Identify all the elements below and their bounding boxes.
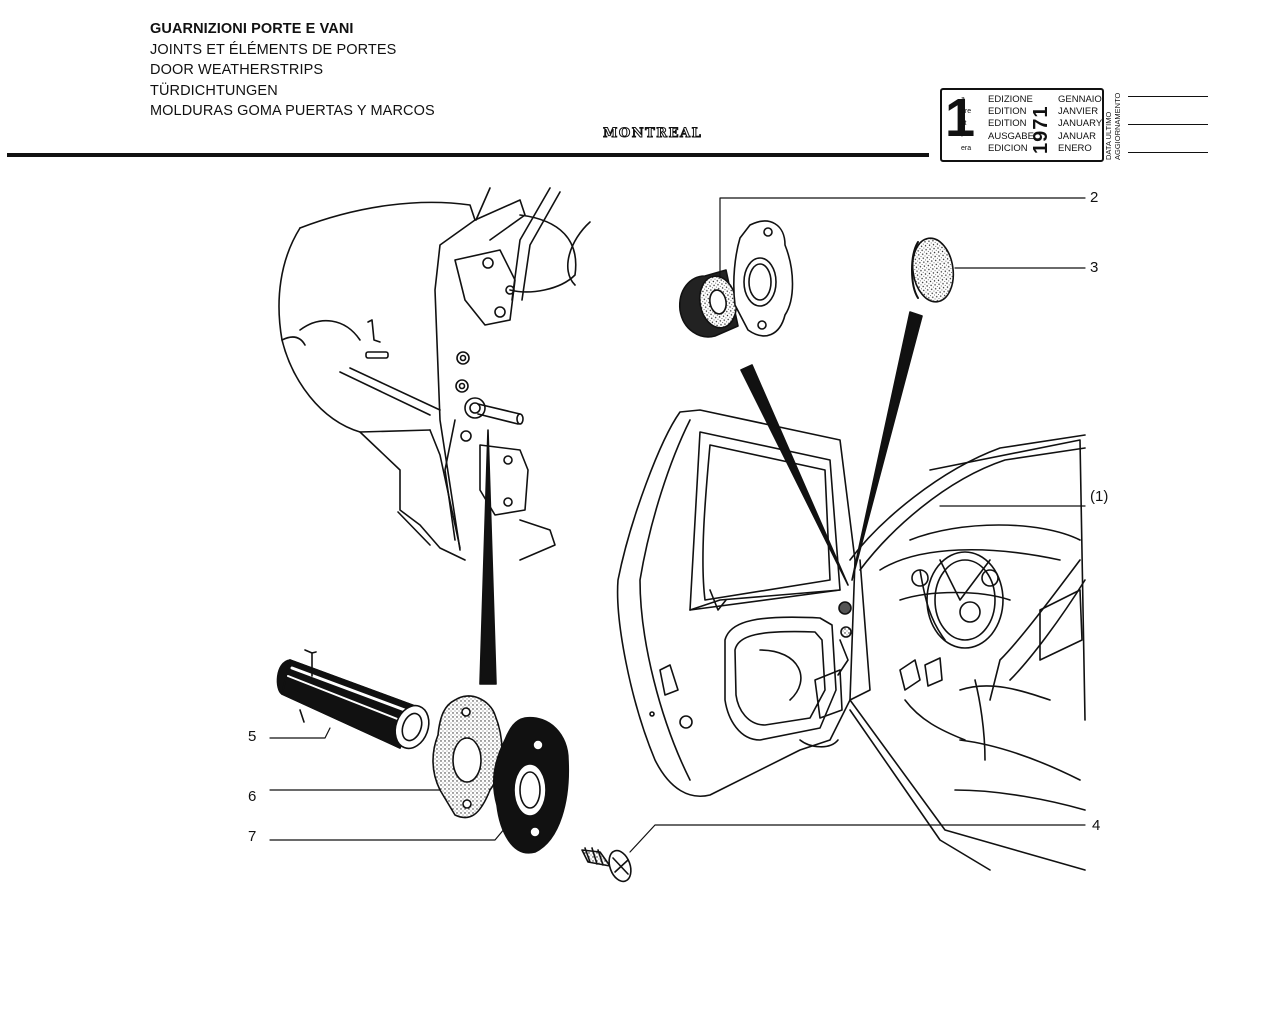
edition-months: GENNAIO JANVIER JANUARY JANUAR ENERO <box>1058 94 1102 155</box>
header-rule <box>7 153 929 157</box>
callout-7: 7 <box>248 828 257 845</box>
callout-1: (1) <box>1090 488 1109 505</box>
callout-2: 2 <box>1090 189 1099 206</box>
callout-4: 4 <box>1092 817 1101 834</box>
title-italian: GUARNIZIONI PORTE E VANI <box>150 21 354 37</box>
leader-5 <box>269 727 331 739</box>
leader-2 <box>719 197 1086 279</box>
edition-month: JANUAR <box>1058 130 1097 142</box>
part-3-plug <box>911 237 955 303</box>
door-opening-view <box>849 434 1086 871</box>
part-4-screw <box>581 847 632 883</box>
edition-word: EDITION <box>988 118 1027 130</box>
edition-month: JANUARY <box>1058 118 1103 130</box>
edition-month: ENERO <box>1058 142 1092 154</box>
edition-month: GENNAIO <box>1058 94 1102 105</box>
title-german: TÜRDICHTUNGEN <box>150 82 278 99</box>
update-line <box>1128 96 1208 97</box>
edition-word: AUSGABE <box>988 130 1034 142</box>
edition-suffix: st <box>961 120 967 127</box>
edition-number: 1 <box>945 88 976 148</box>
hinge-pillar-view <box>278 187 591 561</box>
leader-7 <box>269 827 506 841</box>
title-french: JOINTS ET ÉLÉMENTS DE PORTES <box>150 41 397 58</box>
callout-5: 5 <box>248 728 257 745</box>
edition-suffix: a <box>961 96 965 103</box>
brand-logo: MONTREAL <box>602 126 703 142</box>
title-spanish: MOLDURAS GOMA PUERTAS Y MARCOS <box>150 103 435 119</box>
update-line <box>1128 152 1208 153</box>
edition-word: EDIZIONE <box>988 94 1033 105</box>
part-2-grommet <box>679 220 794 338</box>
edition-suffix: era <box>961 145 972 152</box>
title-english: DOOR WEATHERSTRIPS <box>150 62 324 78</box>
part-5-bushing <box>276 649 430 750</box>
edition-word: EDICION <box>988 142 1028 154</box>
callout-6: 6 <box>248 788 257 805</box>
edition-month: JANVIER <box>1058 106 1099 118</box>
title-block: GUARNIZIONI PORTE E VANI JOINTS ET ÉLÉME… <box>150 19 435 122</box>
arrow-hinge <box>479 429 497 685</box>
arrow-grommet <box>740 364 849 586</box>
callout-3: 3 <box>1090 259 1099 276</box>
arrow-plug <box>851 311 923 581</box>
update-line <box>1128 124 1208 125</box>
part-7-seal <box>492 717 570 854</box>
edition-word: EDITION <box>988 106 1027 118</box>
part-6-gasket <box>432 695 503 819</box>
leader-4 <box>629 824 1086 853</box>
edition-box: 1 a ere st . era EDIZIONE EDITION EDITIO… <box>940 88 1104 162</box>
edition-suffix: ere <box>961 108 972 115</box>
edition-words: EDIZIONE EDITION EDITION AUSGABE EDICION <box>988 94 1034 155</box>
door-view <box>616 409 856 797</box>
edition-suffix: . <box>961 132 963 139</box>
